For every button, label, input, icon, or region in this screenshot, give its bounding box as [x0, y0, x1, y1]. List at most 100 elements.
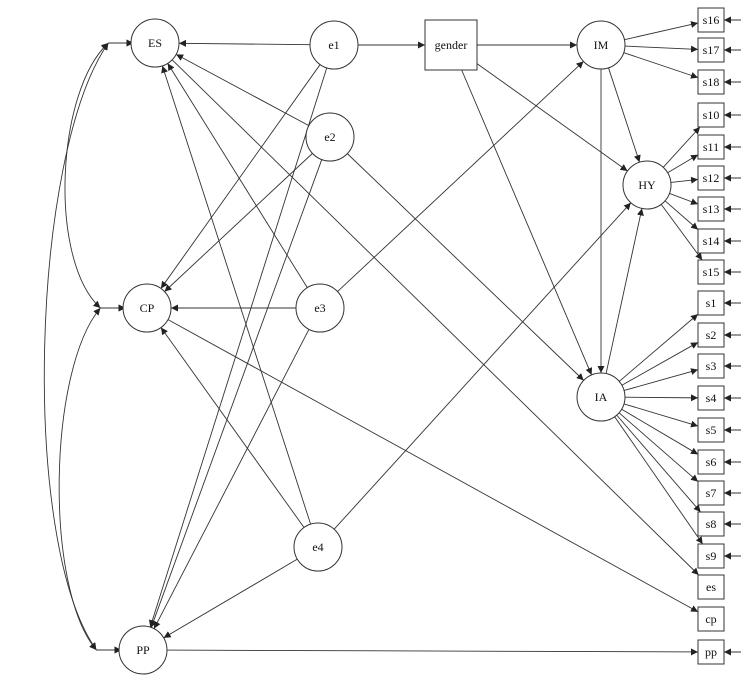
node-e2: e2 — [305, 112, 355, 162]
observed-variable-box — [697, 322, 725, 348]
path-arrow-e3-to-ES — [167, 63, 308, 288]
path-arrow-CP-to-cp — [167, 319, 699, 613]
observed-variable-box — [697, 102, 725, 128]
path-arrow-e2-to-PP — [150, 159, 323, 628]
observed-variable-box — [697, 7, 725, 33]
node-label: s14 — [703, 234, 720, 248]
node-label: es — [706, 580, 716, 594]
path-arrow-e4-to-ES — [161, 65, 312, 525]
path-arrow-gender-to-HY — [476, 63, 628, 172]
node-s16: s16 — [697, 7, 725, 33]
observed-variable-box — [697, 574, 725, 600]
path-arrow-e2-to-CP — [164, 153, 313, 292]
node-label: cp — [705, 612, 716, 626]
observed-variable-box — [697, 290, 725, 316]
observed-variable-box — [697, 37, 725, 63]
node-pp: pp — [697, 639, 725, 665]
node-e4: e4 — [293, 522, 343, 572]
node-label: s11 — [703, 140, 719, 154]
node-label: ES — [148, 36, 162, 50]
path-arrow-IA-to-s2 — [621, 341, 699, 386]
path-arrow-IA-to-s3 — [623, 368, 699, 391]
node-s4: s4 — [697, 385, 725, 411]
observed-variable-box — [697, 543, 725, 569]
node-s6: s6 — [697, 449, 725, 475]
observed-variable-box — [697, 511, 725, 537]
node-PP: PP — [118, 625, 168, 675]
covariance-arc-CP-PP — [58, 307, 101, 651]
node-s12: s12 — [697, 165, 725, 191]
path-arrow-e3-to-IM — [337, 61, 584, 292]
observed-variable-box — [697, 259, 725, 285]
node-label: s17 — [703, 43, 720, 57]
node-s7: s7 — [697, 480, 725, 506]
node-e3: e3 — [295, 283, 345, 333]
node-label: s4 — [706, 391, 717, 405]
observed-variable-box — [697, 639, 725, 665]
node-label: s18 — [703, 75, 720, 89]
node-label: s12 — [703, 171, 720, 185]
node-label: s10 — [703, 108, 720, 122]
path-arrow-IA-to-s8 — [616, 414, 701, 513]
observed-variable-box — [697, 134, 725, 160]
observed-variable-box — [697, 69, 725, 95]
node-s3: s3 — [697, 353, 725, 379]
node-label: s3 — [706, 359, 717, 373]
node-s11: s11 — [697, 134, 725, 160]
observed-variable-box — [697, 480, 725, 506]
node-label: gender — [435, 38, 468, 52]
latent-variable-circle — [293, 522, 343, 572]
path-arrow-IA-to-s4 — [624, 394, 699, 402]
node-label: e4 — [312, 540, 323, 554]
latent-variable-circle — [130, 18, 180, 68]
node-label: s6 — [706, 455, 717, 469]
latent-variable-circle — [576, 20, 626, 70]
path-arrow-IA-to-s1 — [618, 313, 699, 382]
latent-variable-circle — [305, 112, 355, 162]
node-label: s16 — [703, 13, 720, 27]
node-e1: e1 — [309, 20, 359, 70]
latent-variable-circle — [122, 283, 172, 333]
node-s14: s14 — [697, 228, 725, 254]
node-s1: s1 — [697, 290, 725, 316]
node-s5: s5 — [697, 417, 725, 443]
observed-variable-box — [697, 417, 725, 443]
node-HY: HY — [622, 160, 672, 210]
path-arrow-HY-to-s12 — [670, 176, 699, 184]
path-arrow-gender-to-IA — [461, 69, 593, 376]
node-s13: s13 — [697, 196, 725, 222]
observed-variable-box — [697, 385, 725, 411]
node-cp: cp — [697, 606, 725, 632]
observed-variable-box — [424, 19, 478, 71]
node-s2: s2 — [697, 322, 725, 348]
path-arrow-IM-to-HY — [608, 67, 641, 163]
node-label: pp — [705, 645, 717, 659]
node-label: s1 — [706, 296, 717, 310]
node-label: s15 — [703, 265, 720, 279]
latent-variable-circle — [576, 372, 626, 422]
path-arrow-HY-to-s14 — [664, 200, 699, 230]
latent-variable-circle — [118, 625, 168, 675]
path-arrow-IA-to-s9 — [614, 416, 704, 545]
observed-variable-box — [697, 449, 725, 475]
node-s15: s15 — [697, 259, 725, 285]
latent-variable-circle — [622, 160, 672, 210]
path-arrow-HY-to-s13 — [669, 193, 699, 205]
node-label: s7 — [706, 486, 717, 500]
node-label: s5 — [706, 423, 717, 437]
node-s18: s18 — [697, 69, 725, 95]
path-arrow-PP-to-pp — [166, 648, 699, 656]
node-label: HY — [638, 178, 656, 192]
path-arrow-ES-to-es — [171, 59, 700, 576]
path-arrow-e1-to-ES — [178, 39, 311, 47]
latent-variable-circle — [309, 20, 359, 70]
observed-variable-box — [697, 165, 725, 191]
node-s8: s8 — [697, 511, 725, 537]
node-es: es — [697, 574, 725, 600]
path-arrow-e2-to-ES — [175, 53, 310, 127]
node-gender: gender — [424, 19, 478, 71]
path-arrow-e4-to-PP — [163, 558, 298, 639]
